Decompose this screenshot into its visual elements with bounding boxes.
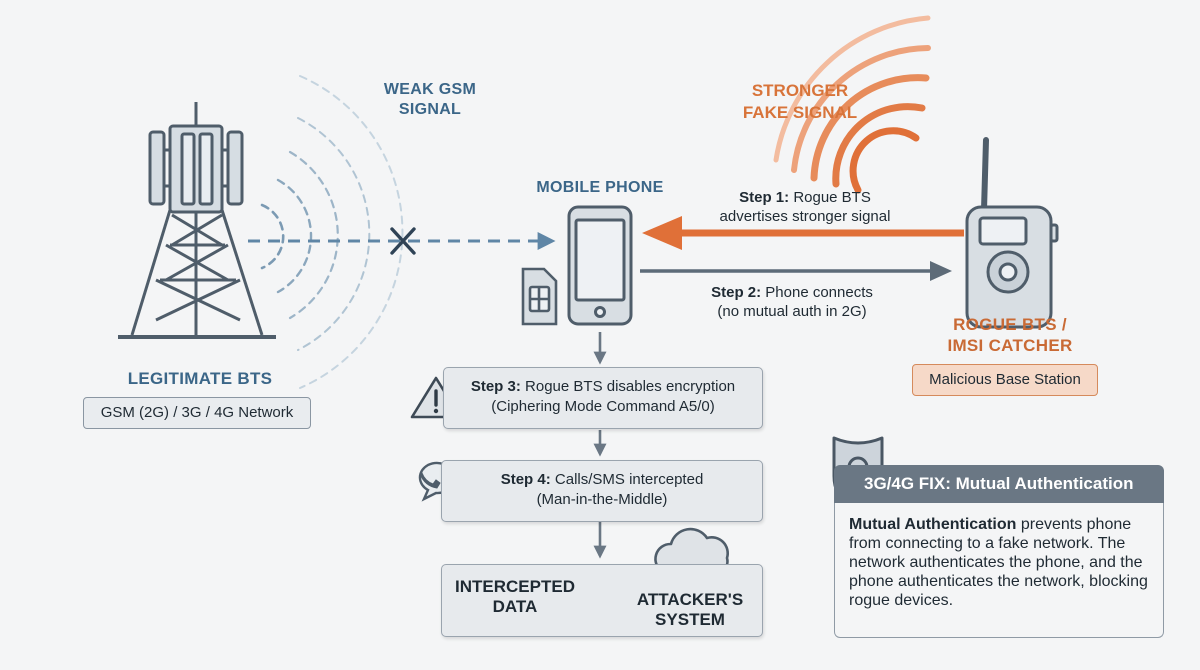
fix-panel-text: prevents phone from connecting to a fake… <box>849 516 1148 609</box>
rogue-bts-label: ROGUE BTS / IMSI CATCHER <box>947 315 1073 355</box>
fix-panel: 3G/4G FIX: Mutual Authentication Mutual … <box>834 465 1164 638</box>
fake-signal-label: STRONGER FAKE SIGNAL <box>742 81 858 122</box>
fix-panel-highlight: Mutual Authentication <box>849 516 1017 533</box>
blocked-x-icon <box>390 227 416 255</box>
fake-signal-waves <box>773 15 931 194</box>
sim-card-icon <box>521 267 558 326</box>
attackers-system-label: ATTACKER'S SYSTEM <box>636 590 744 629</box>
step1-arrow <box>642 216 964 250</box>
fix-panel-title: 3G/4G FIX: Mutual Authentication <box>834 465 1164 503</box>
mobile-phone-label: MOBILE PHONE <box>536 179 664 196</box>
legit-network-badge: GSM (2G) / 3G / 4G Network <box>83 397 311 429</box>
step3-box: Step 3: Rogue BTS disables encryption (C… <box>443 367 763 429</box>
interception-box <box>441 564 763 637</box>
step1-label: Step 1: Rogue BTS advertises stronger si… <box>719 189 891 225</box>
rogue-radio-icon <box>965 137 1059 329</box>
malicious-base-station-badge: Malicious Base Station <box>912 364 1098 396</box>
step4-box: Step 4: Calls/SMS intercepted (Man-in-th… <box>441 460 763 522</box>
cell-tower-icon <box>118 102 276 339</box>
fix-panel-body: Mutual Authentication prevents phone fro… <box>834 503 1164 638</box>
intercepted-data-label: INTERCEPTED DATA <box>455 577 575 616</box>
legitimate-bts-label: LEGITIMATE BTS <box>127 369 273 388</box>
weak-signal-label: WEAK GSM SIGNAL <box>383 81 477 118</box>
weak-signal-waves <box>260 75 404 389</box>
cloud-icon <box>654 527 729 574</box>
step2-arrow <box>640 261 952 281</box>
step2-label: Step 2: Phone connects (no mutual auth i… <box>711 284 873 320</box>
smartphone-icon <box>567 205 633 326</box>
